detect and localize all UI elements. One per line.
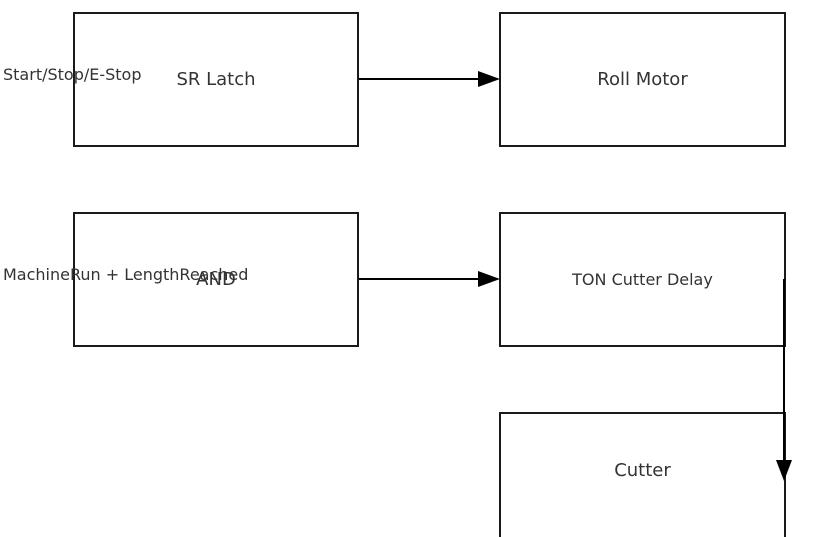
ton-delay-node: TON Cutter Delay [499,212,786,347]
and-label: AND [196,269,236,290]
arrow-and-to-ton [359,271,500,287]
latch-input-label: Start/Stop/E-Stop [3,65,142,84]
roll-motor-node: Roll Motor [499,12,786,147]
and-node: AND [73,212,359,347]
ton-delay-label: TON Cutter Delay [572,270,713,289]
sr-latch-node: SR Latch [73,12,359,147]
cutter-node: Cutter [499,412,786,537]
cutter-label: Cutter [614,460,671,481]
sr-latch-label: SR Latch [176,69,256,90]
roll-motor-label: Roll Motor [597,69,688,90]
and-input-label: MachineRun + LengthReached [3,265,249,284]
arrow-latch-to-motor [359,71,500,87]
